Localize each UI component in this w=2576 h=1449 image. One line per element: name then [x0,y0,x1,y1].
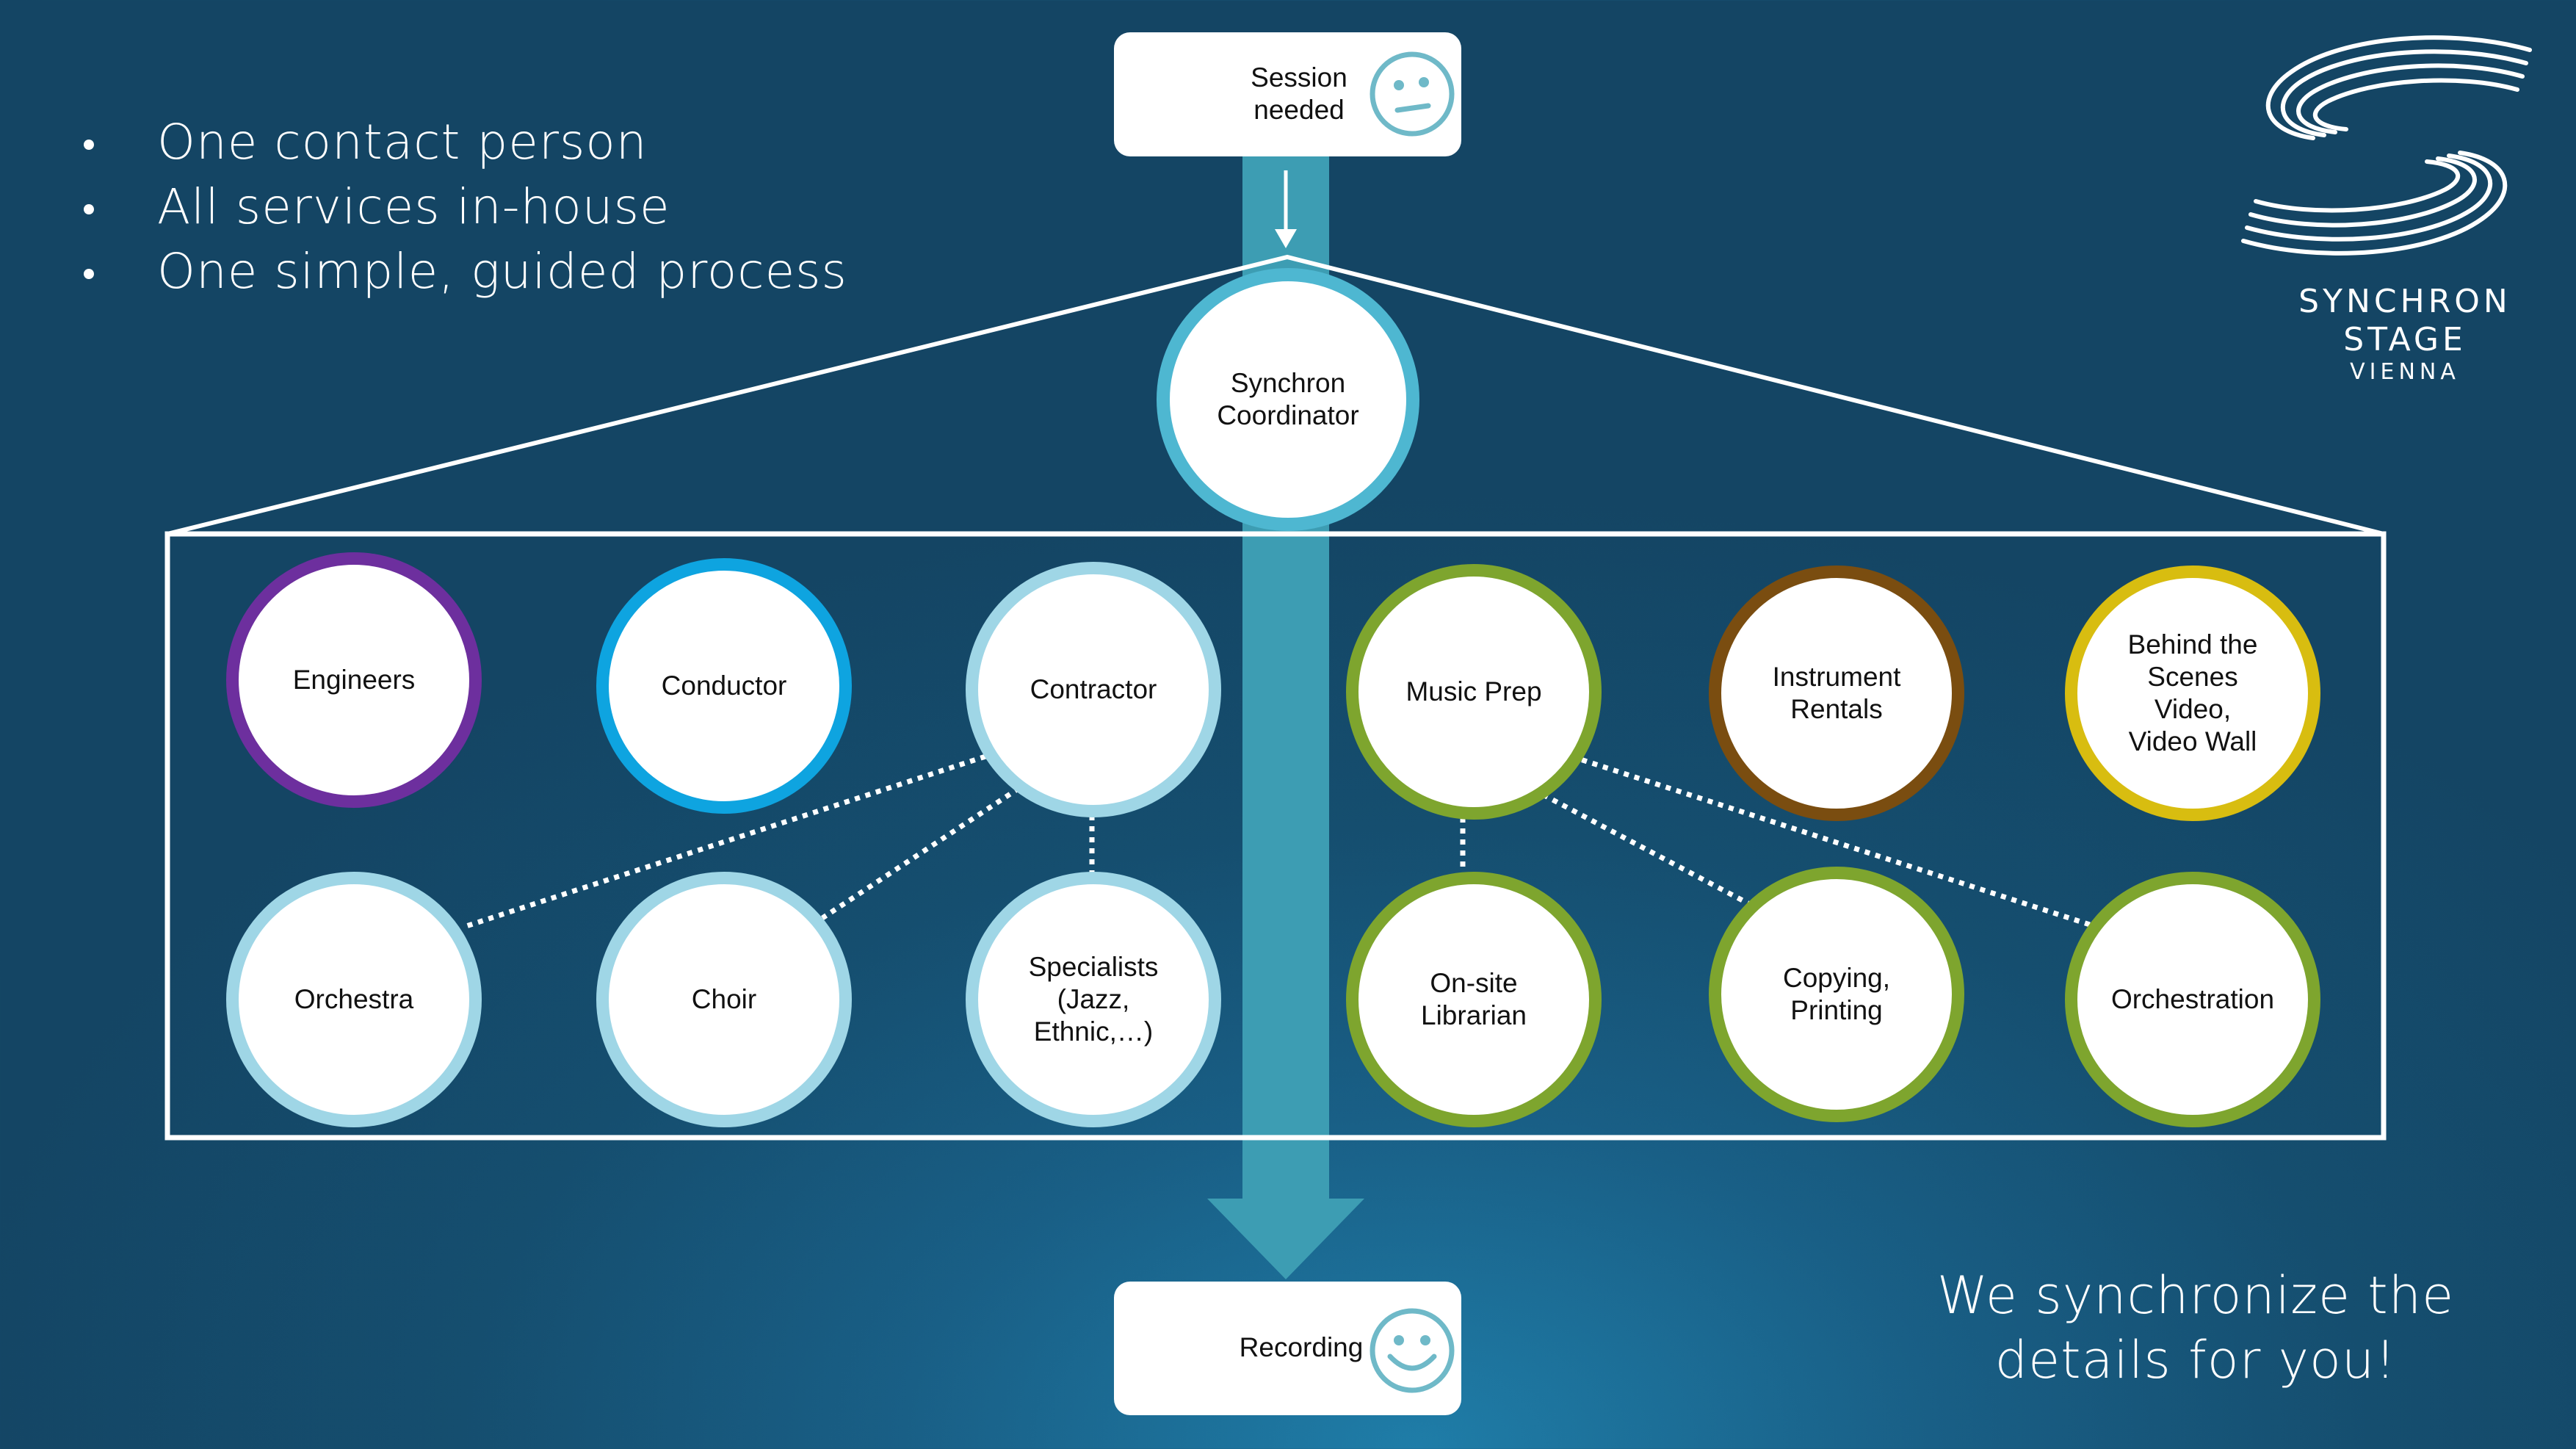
logo-wordmark: SYNCHRON STAGE VIENNA [2232,283,2576,386]
bullet-item: One simple, guided process [81,239,847,304]
bullet-item: All services in-house [81,175,847,239]
services-frame [164,531,2387,1141]
node-synchron-coordinator: Synchron Coordinator [1157,268,1419,531]
node-instrument-rentals: Instrument Rentals [1709,565,1964,821]
connector-contractor-orchestra [463,754,987,930]
session-needed-label: Session needed [1251,62,1347,125]
connector-musicprep-orchestration [1570,754,2098,930]
logo-name: SYNCHRON STAGE [2298,283,2511,358]
synchron-stage-logo-icon [2241,35,2532,256]
neutral-face-icon [1370,51,1455,137]
node-behind-the-scenes: Behind the Scenes Video, Video Wall [2065,565,2320,821]
node-specialists: Specialists (Jazz, Ethnic,…) [966,872,1221,1127]
bullet-item: One contact person [81,110,847,175]
connector-contractor-choir [821,786,1021,920]
session-needed-box: Session needed [1114,32,1461,156]
node-contractor: Contractor [966,562,1221,817]
roof-outline [167,254,2384,536]
recording-box: Recording [1114,1282,1461,1415]
node-engineers: Engineers [226,552,482,808]
logo-sub: VIENNA [2350,359,2460,385]
bullet-list: One contact person All services in-house… [81,110,847,304]
node-conductor: Conductor [596,558,852,814]
node-onsite-librarian: On-site Librarian [1346,872,1602,1127]
smiley-face-icon [1370,1308,1455,1393]
tagline: We synchronize the details for you! [1936,1265,2455,1390]
node-orchestration: Orchestration [2065,872,2320,1127]
recording-label: Recording [1239,1332,1364,1362]
node-music-prep: Music Prep [1346,564,1602,820]
node-copying-printing: Copying, Printing [1709,867,1964,1122]
small-arrow-head [1275,229,1297,248]
node-choir: Choir [596,872,852,1127]
connector-musicprep-copying [1532,787,1756,910]
node-orchestra: Orchestra [226,872,482,1127]
